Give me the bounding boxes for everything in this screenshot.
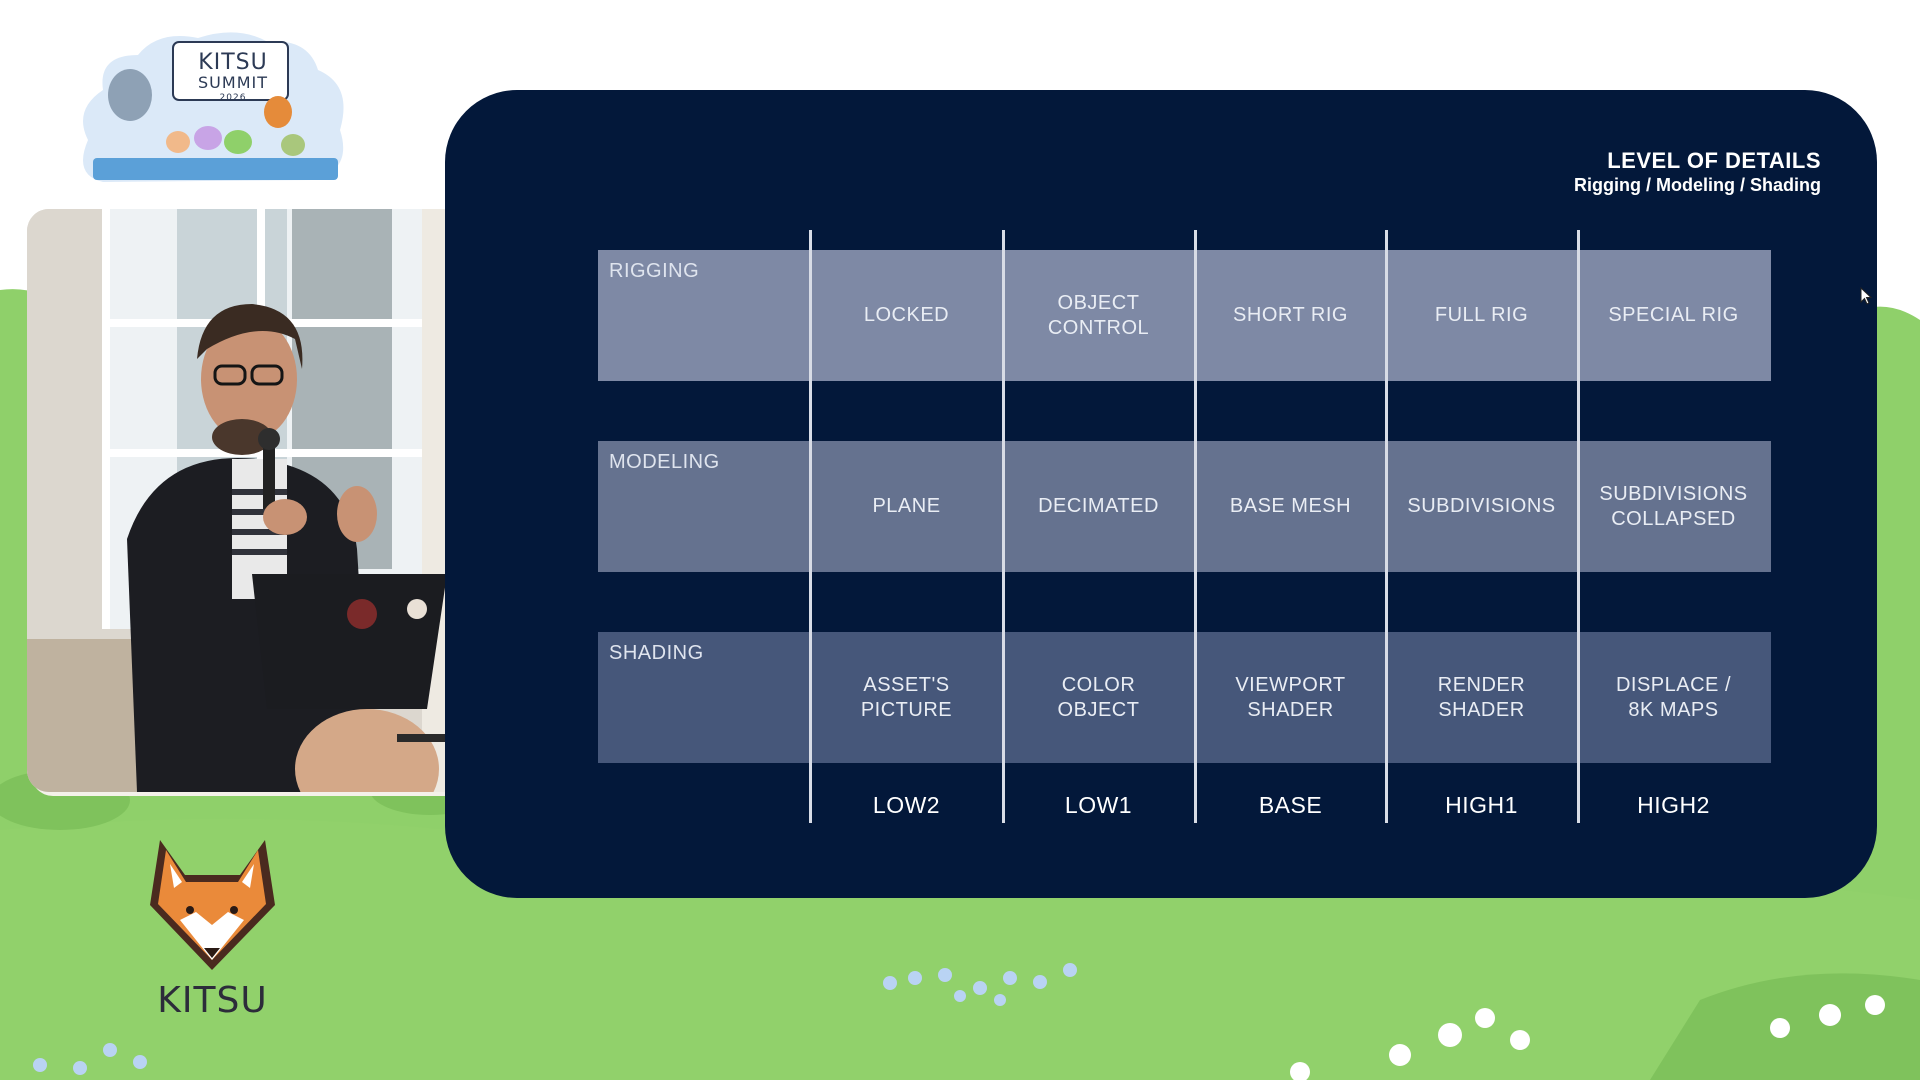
slide-heading: LEVEL OF DETAILS Rigging / Modeling / Sh… [1574,148,1821,196]
table-cell: VIEWPORT SHADER [1235,673,1346,721]
summit-logo-line1: KITSU [198,50,268,75]
column-divider [1002,230,1005,823]
table-cell: PLANE [872,495,941,517]
table-cell: ASSET'S PICTURE [860,673,953,721]
row-label-shading: SHADING [609,642,704,664]
table-cell: DISPLACE / 8K MAPS [1615,673,1732,721]
table-row-rigging: RIGGING LOCKED OBJECT CONTROL SHORT RIG … [598,250,1771,381]
table-cell: BASE MESH [1229,495,1352,517]
level-label-low1: LOW1 [1064,792,1133,818]
kitsu-wordmark: KITSU [157,980,268,1021]
level-label-base: BASE [1258,792,1323,818]
level-label-low2: LOW2 [872,792,941,818]
row-label-rigging: RIGGING [609,260,700,282]
fox-logo-icon [150,840,275,970]
row-label-modeling: MODELING [609,451,720,473]
table-cell: OBJECT CONTROL [1047,291,1150,339]
table-row-modeling: MODELING PLANE DECIMATED BASE MESH SUBDI… [598,441,1771,572]
summit-logo-year: 2026 [219,93,247,103]
column-divider [809,230,812,823]
slide-subtitle: Rigging / Modeling / Shading [1574,175,1821,195]
table-cell: LOCKED [863,304,950,326]
column-divider [1577,230,1580,823]
speaker-camera-feed [27,209,492,792]
slide-title: LEVEL OF DETAILS [1607,148,1821,173]
table-cell: SUBDIVISIONS [1407,495,1556,517]
table-cell: SUBDIVISIONS COLLAPSED [1599,482,1748,530]
level-label-high2: HIGH2 [1637,792,1710,818]
kitsu-summit-logo: KITSU SUMMIT 2026 [78,30,353,192]
table-cell: SPECIAL RIG [1608,304,1739,326]
table-cell: DECIMATED [1038,495,1159,517]
mouse-cursor-icon [1860,287,1872,305]
table-cell: COLOR OBJECT [1057,673,1140,721]
column-divider [1194,230,1197,823]
table-cell: SHORT RIG [1233,304,1348,326]
table-cell: FULL RIG [1434,304,1529,326]
column-divider [1385,230,1388,823]
kitsu-brand-logo: KITSU [140,830,285,1030]
table-cell: RENDER SHADER [1437,673,1526,721]
table-row-shading: SHADING ASSET'S PICTURE COLOR OBJECT VIE… [598,632,1771,763]
summit-logo-line2: SUMMIT [198,73,268,92]
presentation-slide: LEVEL OF DETAILS Rigging / Modeling / Sh… [445,90,1877,898]
level-label-high1: HIGH1 [1445,792,1518,818]
